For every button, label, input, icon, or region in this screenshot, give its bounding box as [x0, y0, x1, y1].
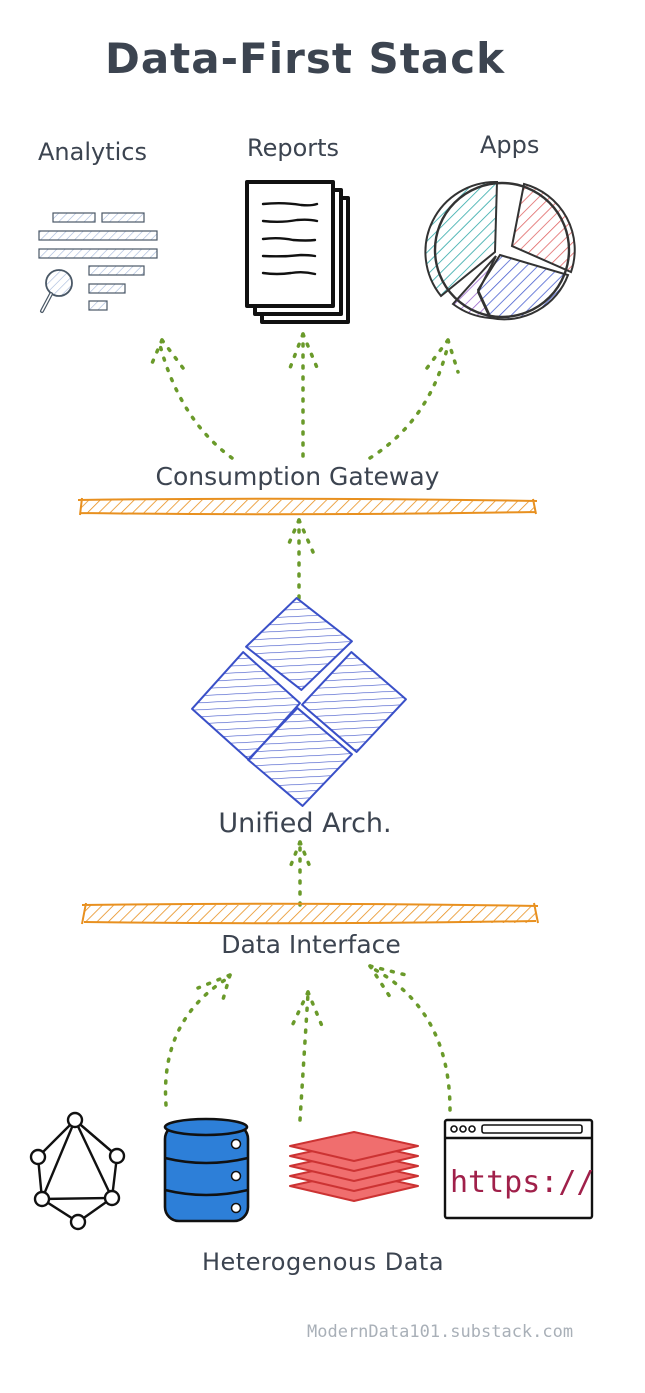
diagram-title: Data-First Stack	[104, 34, 506, 83]
unified-arch-label: Unified Arch.	[218, 808, 392, 839]
reports-icon	[245, 180, 350, 324]
consumption-gateway-label: Consumption Gateway	[155, 462, 440, 491]
browser-url-text: https://	[450, 1165, 595, 1200]
layers-icon	[289, 1131, 419, 1202]
browser-icon: https://	[443, 1118, 595, 1220]
consumption-gateway-bar	[77, 497, 538, 516]
apps-icon	[424, 180, 576, 321]
graph-icon	[29, 1111, 126, 1231]
credit-text: ModernData101.substack.com	[307, 1322, 574, 1342]
heterogenous-data-label: Heterogenous Data	[201, 1248, 445, 1276]
consumer-arrows	[148, 332, 460, 1122]
analytics-icon	[38, 212, 158, 313]
analytics-label: Analytics	[38, 138, 147, 166]
unified-arch-icon	[191, 597, 407, 807]
database-icon	[163, 1117, 250, 1223]
data-interface-bar	[81, 902, 539, 925]
data-interface-label: Data Interface	[221, 930, 401, 959]
apps-label: Apps	[480, 131, 540, 159]
reports-label: Reports	[247, 134, 340, 162]
